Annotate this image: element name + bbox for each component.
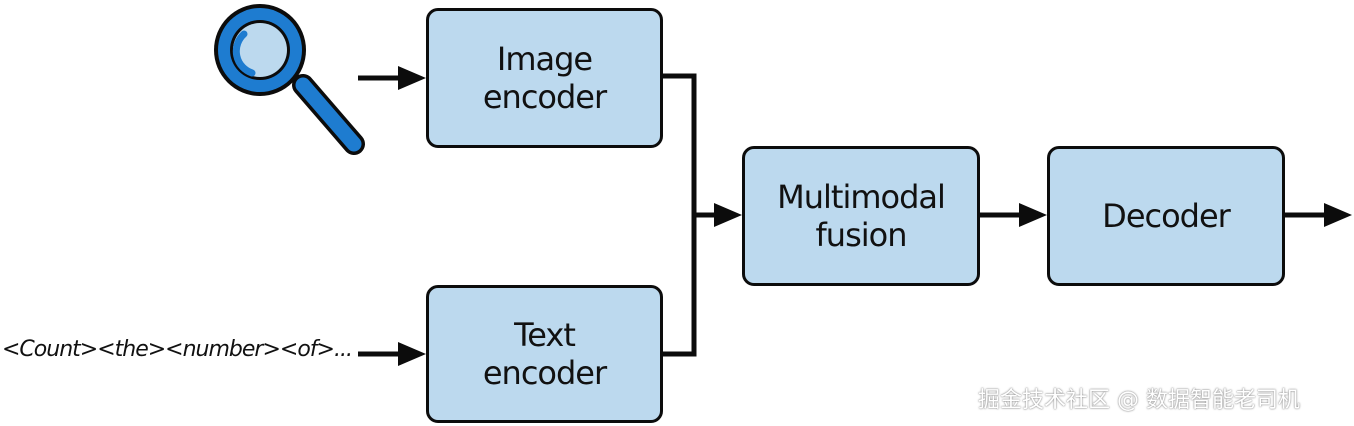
multimodal-fusion-node: Multimodal fusion bbox=[742, 146, 980, 286]
arrow-text-to-text-encoder bbox=[358, 342, 426, 366]
image-encoder-node: Image encoder bbox=[426, 8, 663, 148]
text-encoder-label-line-2: encoder bbox=[482, 354, 607, 392]
fusion-label-line-1: Multimodal bbox=[777, 178, 946, 216]
text-encoder-node: Text encoder bbox=[426, 285, 663, 423]
decoder-node: Decoder bbox=[1047, 146, 1285, 286]
arrow-icon-to-image-encoder bbox=[358, 66, 426, 90]
watermark: 掘金技术社区 @ 数据智能老司机 bbox=[978, 388, 1300, 413]
decoder-label: Decoder bbox=[1102, 197, 1231, 235]
magnifying-glass-icon bbox=[214, 4, 365, 155]
arrow-decoder-output bbox=[1285, 203, 1352, 227]
fusion-label-line-2: fusion bbox=[815, 216, 908, 254]
arrow-fusion-to-decoder bbox=[980, 203, 1047, 227]
connector-encoders-to-fusion bbox=[663, 73, 742, 357]
image-encoder-label-line-2: encoder bbox=[482, 78, 607, 116]
image-encoder-label-line-1: Image bbox=[496, 40, 593, 78]
text-input-tokens: <Count><the><number><of>... bbox=[2, 337, 353, 362]
text-encoder-label-line-1: Text bbox=[514, 316, 576, 354]
